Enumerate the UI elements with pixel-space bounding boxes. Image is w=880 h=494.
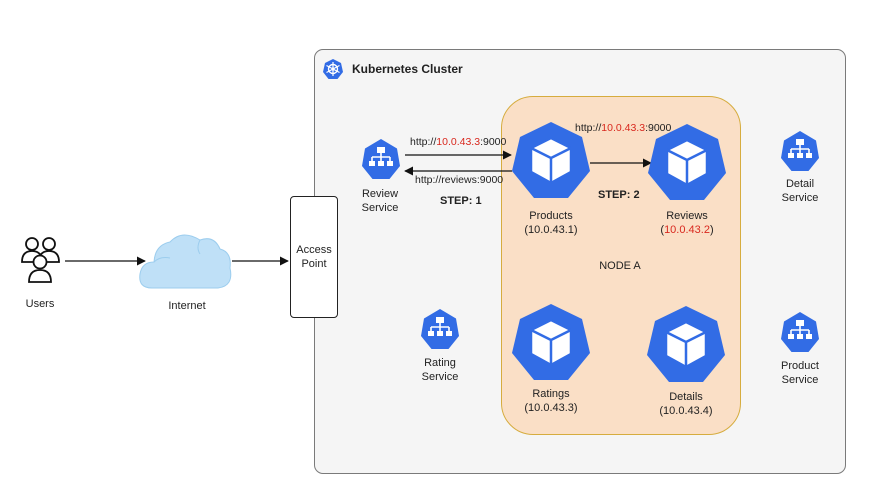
rating-service-line1: Rating: [424, 357, 456, 369]
rating-service-icon: [420, 308, 460, 350]
product-service-icon: [780, 311, 820, 353]
details-pod-name: Details: [669, 391, 703, 403]
details-pod-ip: (10.0.43.4): [659, 405, 713, 417]
products-pod-name: Products: [529, 210, 573, 222]
internet-cloud-icon: [139, 234, 232, 289]
reviews-pod-ip: (10.0.43.2): [660, 224, 714, 236]
product-service-line1: Product: [781, 360, 819, 372]
detail-service-label: Detail Service: [770, 177, 830, 205]
detail-service-line2: Service: [781, 192, 819, 204]
review-service-icon: [361, 138, 401, 180]
rating-service-label: Rating Service: [410, 356, 470, 384]
kubernetes-logo-icon: [323, 59, 343, 79]
review-service-label: Review Service: [350, 187, 410, 215]
step-1-label: STEP: 1: [440, 195, 482, 207]
users-label: Users: [25, 298, 55, 310]
review-to-products-url: http://10.0.43.3:9000: [410, 136, 507, 148]
users-icon: [21, 237, 60, 283]
detail-service-line1: Detail: [785, 178, 815, 190]
details-pod-label: Details (10.0.43.4): [646, 390, 726, 418]
review-service-line1: Review: [361, 188, 399, 200]
product-service-line2: Service: [781, 374, 819, 386]
ratings-pod-icon: [510, 302, 592, 382]
node-a-label: NODE A: [599, 260, 641, 272]
reviews-pod-label: Reviews (10.0.43.2): [647, 209, 727, 237]
access-point-line2: Point: [301, 258, 327, 270]
access-point: Access Point: [290, 196, 338, 318]
products-to-review-url: http://reviews:9000: [415, 174, 504, 186]
products-pod-ip: (10.0.43.1): [524, 224, 578, 236]
rating-service-line2: Service: [421, 371, 459, 383]
details-pod-icon: [645, 304, 727, 384]
products-to-reviews-url: http://10.0.43.3:9000: [575, 122, 672, 134]
ratings-pod-name: Ratings: [532, 388, 570, 400]
product-service-label: Product Service: [770, 359, 830, 387]
reviews-pod-icon: [646, 122, 728, 202]
step-2-label: STEP: 2: [598, 189, 640, 201]
products-pod-label: Products (10.0.43.1): [511, 209, 591, 237]
reviews-pod-name: Reviews: [666, 210, 708, 222]
cluster-title: Kubernetes Cluster: [352, 62, 463, 76]
access-point-line1: Access: [296, 244, 332, 256]
review-service-line2: Service: [361, 202, 399, 214]
detail-service-icon: [780, 130, 820, 172]
ratings-pod-label: Ratings (10.0.43.3): [511, 387, 591, 415]
ratings-pod-ip: (10.0.43.3): [524, 402, 578, 414]
internet-label: Internet: [168, 300, 206, 312]
